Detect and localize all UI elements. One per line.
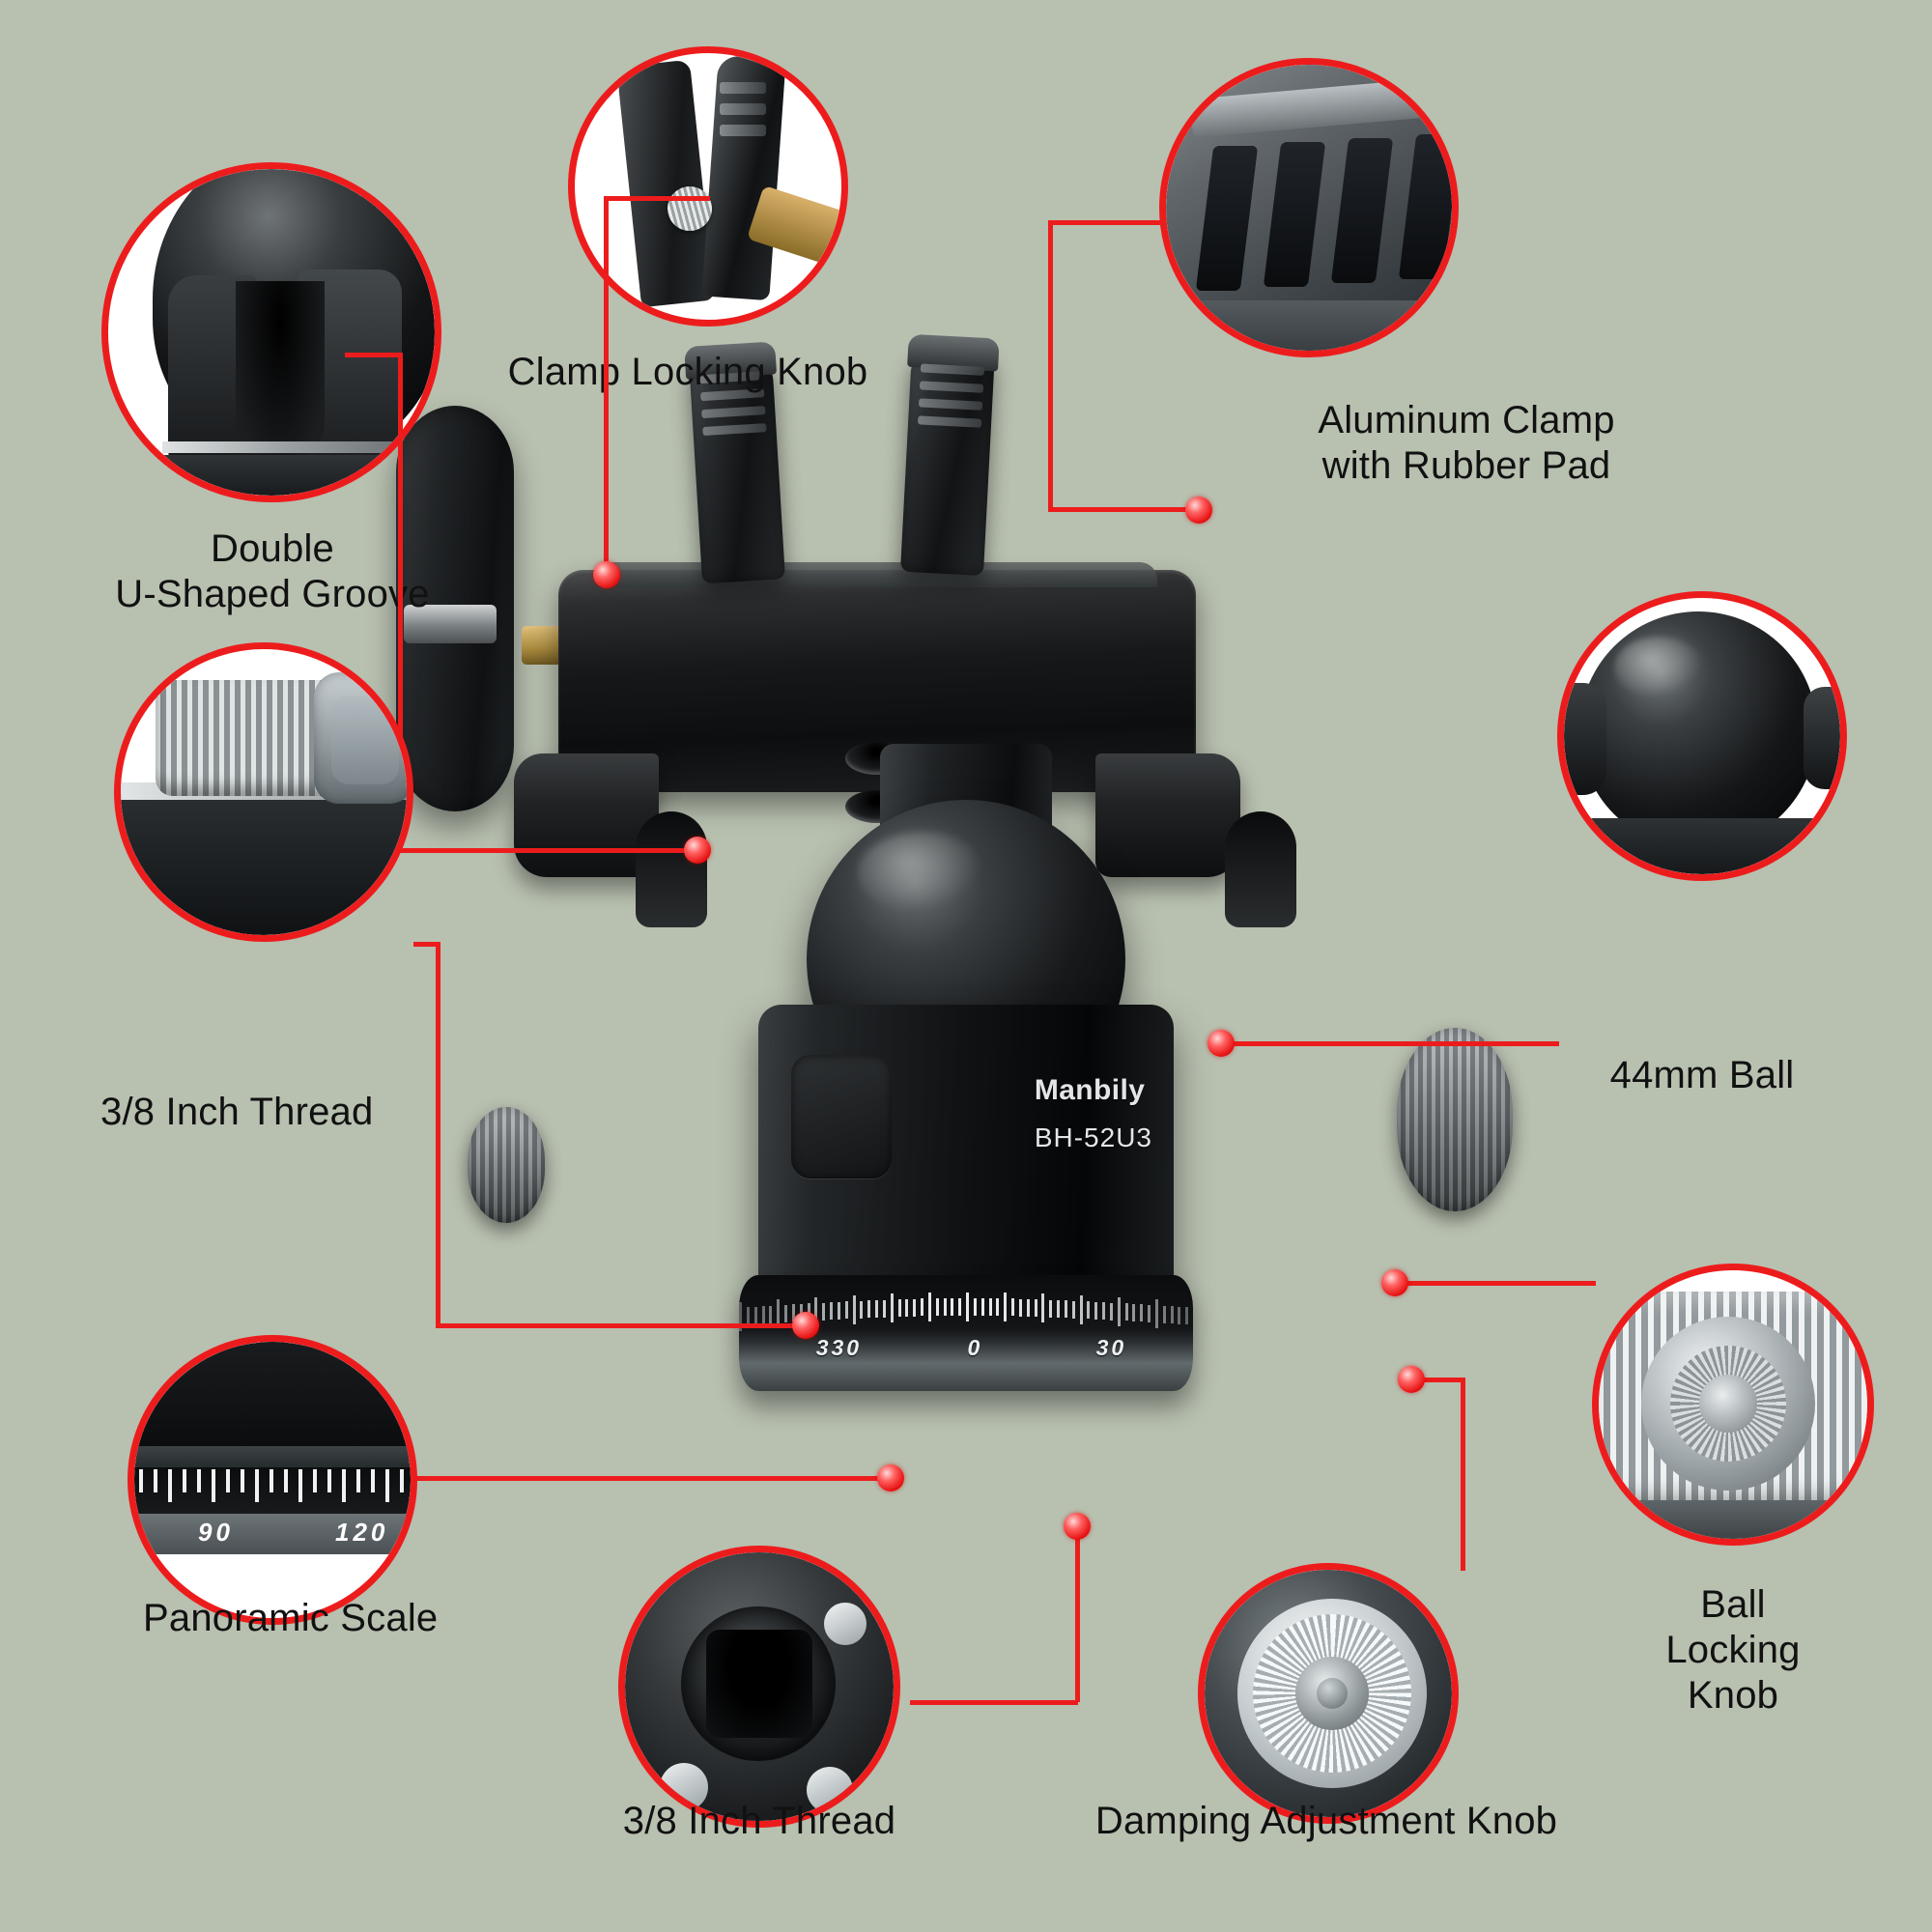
panoramic-scale-ticks [739,1291,1193,1331]
scale-number-330: 330 [815,1335,863,1360]
detail-bubble-panoramic-scale: 90 120 [128,1335,417,1625]
callout-dot-panoramic-scale[interactable] [877,1464,904,1492]
clamp-jaw-right-rubber-ridges [917,363,985,445]
detail-bubble-ball-locking-knob [1592,1264,1874,1546]
callout-dot-double-u-shaped-groove[interactable] [684,837,711,864]
callout-label-thread-knob: 3/8 Inch Thread [100,1091,374,1133]
clamp-wing-left [514,753,659,877]
damping-adjustment-knob[interactable] [468,1107,545,1223]
ball-head-body: Manbily BH-52U3 [758,1005,1174,1323]
callout-label-aluminum-clamp: Aluminum Clamp with Rubber Pad [1318,399,1615,488]
aluminum-clamp-jaw-right [899,333,1000,577]
detail-bubble-thread-knob [114,642,413,942]
callout-dot-base-thread[interactable] [1064,1513,1091,1540]
panoramic-detail-number-90: 90 [198,1518,234,1547]
detail-bubble-base-thread [618,1546,900,1828]
detail-bubble-double-u-shaped-groove [101,162,441,502]
connector-line-threadknob-b [436,942,440,1328]
ball-specular-highlight [857,832,985,915]
connector-line-groove-b [398,353,403,850]
clamp-wing-right [1095,753,1240,877]
callout-dot-damping-knob[interactable] [1398,1366,1425,1393]
connector-line-basethread-a [1075,1526,1080,1702]
connector-line-balllock-a [1395,1281,1596,1286]
connector-line-alclamp-b [1048,220,1053,510]
callout-label-double-u-shaped-groove: Double U-Shaped Groove [115,527,430,616]
detail-bubble-damping-knob [1198,1563,1459,1824]
scale-number-30: 30 [1095,1335,1127,1360]
connector-line-basethread-b [910,1700,1078,1705]
brand-name: Manbily [1034,1074,1146,1106]
connector-line-clampknob-b [604,196,609,573]
scale-number-0: 0 [967,1335,983,1360]
connector-line-threadknob-c [436,1323,803,1328]
brand-plate: Manbily BH-52U3 [1035,1074,1152,1153]
callout-dot-thread-knob[interactable] [792,1312,819,1339]
clamp-shaft [404,605,497,643]
callout-label-ball-locking-knob: Ball Locking Knob [1665,1583,1801,1718]
connector-line-clampknob-a [604,196,710,201]
panoramic-detail-number-120: 120 [335,1518,389,1547]
connector-line-ball-a [1221,1041,1559,1046]
callout-label-clamp-locking-knob: Clamp Locking Knob [507,351,868,393]
callout-dot-44mm-ball[interactable] [1208,1030,1235,1057]
connector-line-alclamp-c [1048,507,1199,512]
u-shaped-groove-left [636,811,707,927]
connector-line-alclamp-a [1048,220,1166,225]
brass-screw-tip [522,626,562,665]
connector-line-panoramic-a [415,1476,889,1481]
callout-dot-aluminum-clamp[interactable] [1185,497,1212,524]
callout-label-damping-knob: Damping Adjustment Knob [1094,1800,1558,1842]
callout-dot-clamp-locking-knob[interactable] [593,561,620,588]
panoramic-scale-numbers: 330 0 30 [739,1335,1193,1368]
model-number: BH-52U3 [1034,1122,1152,1152]
detail-bubble-aluminum-clamp [1159,58,1459,357]
product-illustration: Manbily BH-52U3 330 0 30 [396,333,1513,1507]
callout-label-base-thread: 3/8 Inch Thread [622,1800,896,1842]
body-side-panel [791,1055,892,1179]
detail-bubble-clamp-locking-knob [568,46,848,327]
connector-line-damping-a [1461,1378,1465,1571]
callout-dot-ball-locking-knob[interactable] [1381,1269,1408,1296]
callout-label-panoramic-scale: Panoramic Scale [143,1597,439,1639]
u-shaped-groove-right [1225,811,1296,927]
callout-label-44mm-ball: 44mm Ball [1609,1054,1795,1096]
ball-locking-knob[interactable] [1397,1028,1513,1211]
detail-bubble-44mm-ball [1557,591,1847,881]
connector-line-threadknob-a [413,942,440,947]
connector-line-damping-b [1411,1378,1463,1382]
quick-release-clamp-plate [514,562,1240,877]
connector-line-groove-c [398,848,697,853]
connector-line-groove-a [345,353,403,357]
